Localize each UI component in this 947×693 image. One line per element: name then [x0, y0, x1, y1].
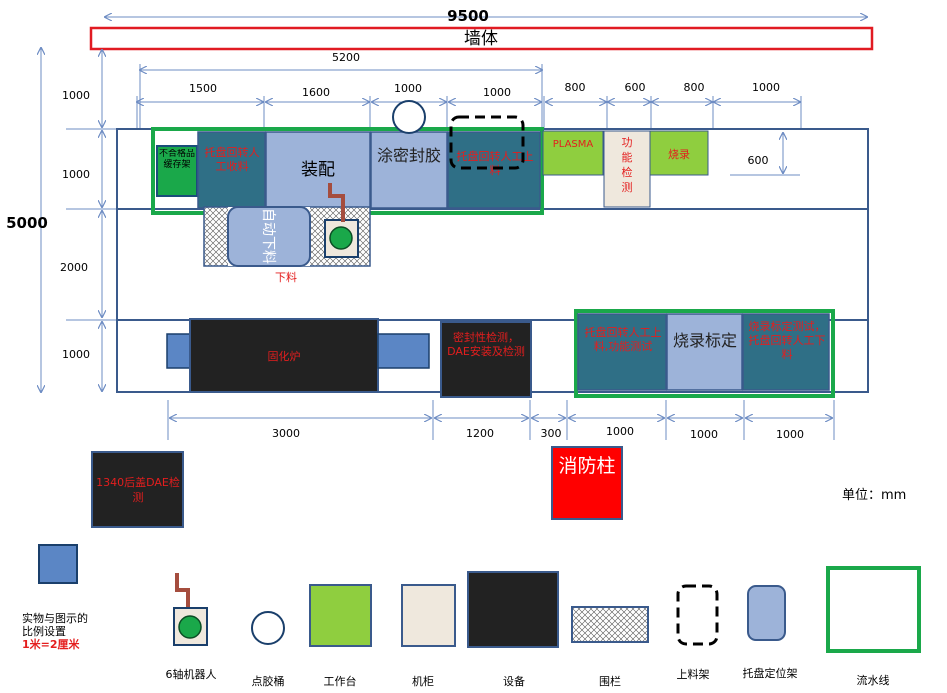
legend-tray-swatch	[38, 544, 78, 584]
rear-cover-equipment	[91, 451, 184, 528]
dim-inner-width: 5200	[140, 51, 542, 130]
dim-top-600: 600	[625, 81, 646, 94]
legend-scale-label: 实物与图示的比例设置	[22, 612, 88, 638]
legend-robot-icon	[178, 615, 202, 639]
dim-left-column: 1000 1000 2000 1000	[60, 50, 118, 391]
glue-seal-station	[370, 131, 448, 209]
glue-bucket	[392, 100, 426, 134]
unload-label: 下料	[275, 270, 297, 284]
legend-line-swatch	[826, 566, 921, 653]
dim-bottom-3000: 3000	[272, 427, 300, 440]
dim-right-600-label: 600	[748, 154, 769, 167]
dim-bottom-1200: 1200	[466, 427, 494, 440]
dim-total-width-label: 9500	[447, 7, 489, 25]
legend: 实物与图示的比例设置 1米=2厘米 6轴机器人 点胶桶 工作台 机柜 设备 围栏…	[22, 544, 921, 688]
dim-left-2000: 2000	[60, 261, 88, 274]
dim-total-height: 5000	[6, 48, 48, 392]
dim-left-1000-c: 1000	[62, 348, 90, 361]
glue-seal-label: 涂密封胶	[376, 146, 441, 165]
dim-bottom-1000-b: 1000	[690, 428, 718, 441]
dim-top-800-b: 800	[684, 81, 705, 94]
fire-hydrant-label: 消防柱	[558, 455, 616, 477]
dim-bottom-300: 300	[541, 427, 562, 440]
plasma-label: PLASMA	[552, 139, 594, 150]
dim-bottom-row: 3000 1200 300 1000 1000 1000	[167, 400, 835, 441]
legend-workbench-label: 工作台	[324, 674, 357, 688]
rear-cover-label: 1340后盖DAE检测	[96, 476, 180, 504]
legend-cabinet-swatch	[401, 584, 456, 647]
dim-left-1000-b: 1000	[62, 168, 90, 181]
legend-tray-rack-label: 托盘定位架	[743, 666, 798, 680]
assembly-label: 装配	[301, 160, 335, 180]
robot-icon	[329, 226, 353, 250]
dim-right-600: 600	[730, 133, 800, 176]
auto-unload-label: 自动下料	[260, 208, 276, 264]
dim-left-1000-a: 1000	[62, 89, 90, 102]
legend-loading-rack-label: 上料架	[677, 667, 710, 681]
dim-total-width: 9500	[105, 7, 867, 25]
legend-robot-arm	[175, 573, 190, 608]
loading-rack	[449, 115, 525, 170]
tray-manual-load-label: 托盘回转人工上料	[456, 150, 534, 177]
seal-test-equipment	[440, 321, 532, 398]
curing-oven-label: 固化炉	[268, 349, 301, 363]
oven-conveyor-right	[377, 333, 430, 369]
tray-manual-unload-label: 托盘回转人工收料	[204, 146, 260, 173]
dim-top-800-a: 800	[565, 81, 586, 94]
legend-workbench-swatch	[309, 584, 372, 647]
fire-hydrant	[551, 446, 623, 520]
legend-line-label: 流水线	[857, 673, 890, 687]
dim-top-1600: 1600	[302, 86, 330, 99]
auto-unload-tray-rack	[227, 206, 311, 267]
reject-cache-rack	[156, 145, 198, 197]
dim-top-1000-c: 1000	[752, 81, 780, 94]
seal-test-label: 密封性检测，DAE安装及检测	[447, 331, 525, 358]
fence-area: 自动下料	[203, 183, 371, 267]
legend-cabinet-label: 机柜	[412, 674, 434, 688]
wall: 墙体	[89, 26, 874, 51]
legend-tray-rack-icon	[747, 585, 786, 641]
legend-glue-bucket-label: 点胶桶	[252, 674, 285, 688]
tray-load-function-station	[577, 313, 667, 391]
unit-label: 单位：mm	[842, 488, 906, 503]
function-test-cabinet	[603, 130, 651, 208]
reject-cache-label: 不合格品缓存架	[158, 149, 195, 170]
burn-calib-label: 烧录标定	[672, 331, 737, 350]
assembly-station	[265, 131, 371, 209]
dim-inner-width-label: 5200	[332, 51, 360, 64]
oven-conveyor-left	[166, 333, 191, 369]
robot-arm	[328, 183, 345, 222]
dim-total-height-label: 5000	[6, 214, 48, 232]
burn-calib-station	[666, 313, 743, 391]
dim-bottom-1000-a: 1000	[606, 425, 634, 438]
legend-equipment-swatch	[467, 571, 559, 648]
dim-top-1000-b: 1000	[483, 86, 511, 99]
function-test-label: 功能检测	[621, 136, 633, 194]
dim-bottom-1000-c: 1000	[776, 428, 804, 441]
burn-calib-test-label: 烧录标定测试，托盘回转人工下料	[748, 320, 826, 361]
legend-loading-rack-icon	[676, 584, 719, 646]
tray-load-function-label: 托盘回转人工上料,功能测试	[584, 326, 662, 353]
legend-fence-swatch	[571, 606, 649, 643]
legend-fence-label: 围栏	[599, 674, 621, 688]
bottom-production-line: 托盘回转人工上料,功能测试 烧录标定 烧录标定测试，托盘回转人工下料	[574, 309, 835, 398]
wall-label: 墙体	[464, 29, 498, 49]
legend-glue-bucket-icon	[251, 611, 285, 645]
burn-workbench	[649, 130, 709, 176]
dim-top-1000-a: 1000	[394, 82, 422, 95]
curing-oven	[189, 318, 379, 393]
legend-scale-value: 1米=2厘米	[22, 638, 80, 651]
plasma-workbench	[542, 130, 604, 176]
top-production-line: 不合格品缓存架 托盘回转人工收料 装配 涂密封胶 托盘回转人工上料	[151, 115, 544, 215]
burn-calib-test-station	[742, 313, 830, 391]
burn-label: 烧录	[668, 148, 690, 161]
dim-top-1500: 1500	[189, 82, 217, 95]
legend-robot-label: 6轴机器人	[166, 667, 217, 681]
dim-top-row: 1500 1600 1000 1000 800 600 800 1000	[137, 81, 802, 130]
legend-equipment-label: 设备	[503, 674, 525, 688]
tray-manual-load-station	[447, 131, 541, 209]
